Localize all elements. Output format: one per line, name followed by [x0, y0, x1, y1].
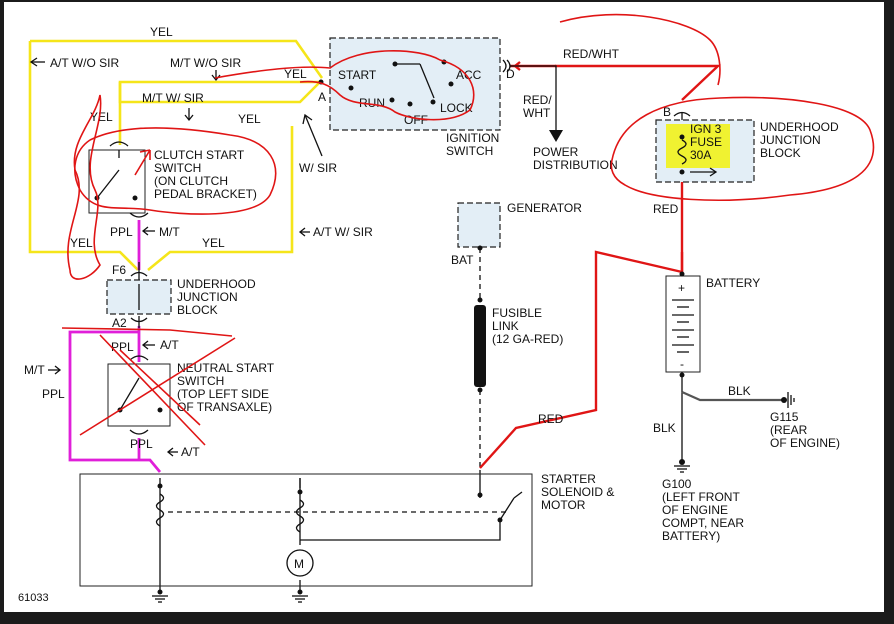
starter-motor — [286, 549, 314, 577]
black-wiring — [138, 112, 683, 592]
label-yel-mid: YEL — [238, 112, 261, 126]
ign-pos-run: RUN — [359, 96, 385, 110]
label-ppl-bottom: PPL — [130, 437, 153, 451]
label-ppl-clutch: PPL — [110, 225, 133, 239]
battery-plus: + — [678, 281, 685, 295]
fuse-highlight — [666, 124, 730, 168]
ign-terminal-d: D — [506, 67, 515, 81]
label-blk-g100: BLK — [653, 421, 676, 435]
label-red-fuse: RED — [653, 202, 679, 216]
label-mt-left: M/T — [24, 363, 45, 377]
ign-pos-start: START — [338, 68, 377, 82]
battery-minus: - — [680, 357, 684, 371]
label-at-wo-sir: A/T W/O SIR — [50, 56, 119, 70]
blk-wire-g115 — [681, 390, 784, 402]
fusible-link — [474, 297, 486, 393]
ground-symbols — [152, 392, 795, 603]
ujb-left-terminal-a2: A2 — [112, 316, 127, 330]
label-at-neutral: A/T — [160, 338, 179, 352]
label-at-bottom: A/T — [181, 445, 200, 459]
label-yel-ign: YEL — [284, 67, 307, 81]
motor-symbol: M — [294, 557, 304, 571]
label-mt-w-sir: M/T W/ SIR — [142, 91, 204, 105]
label-red-wht-stacked: RED/WHT — [523, 93, 552, 120]
label-at-w-sir: A/T W/ SIR — [313, 225, 373, 239]
figure-number: 61033 — [18, 592, 49, 604]
label-w-sir: W/ SIR — [299, 161, 337, 175]
underhood-junction-block-right — [655, 111, 755, 183]
label-ppl-left: PPL — [42, 387, 65, 401]
generator-label: GENERATOR — [507, 201, 582, 215]
power-distribution-arrow — [510, 65, 563, 142]
ujb-right-terminal-b: B — [663, 105, 671, 119]
label-mt-clutch: M/T — [159, 225, 180, 239]
yellow-wire-harness — [28, 39, 324, 272]
ujb-left-terminal-f6: F6 — [112, 263, 126, 277]
neutral-start-switch — [107, 355, 171, 435]
generator — [457, 202, 501, 251]
ign-pos-lock: LOCK — [440, 101, 473, 115]
label-yel-left: YEL — [70, 236, 93, 250]
label-ppl-neutral: PPL — [111, 340, 134, 354]
underhood-junction-block-left — [106, 271, 172, 323]
label-yel-clutch: YEL — [90, 110, 113, 124]
label-red-wht: RED/WHT — [563, 47, 620, 61]
ign-terminal-a: A — [318, 90, 326, 104]
label-blk-g115: BLK — [728, 384, 751, 398]
label-yel-right: YEL — [202, 236, 225, 250]
red-markup-annotations — [61, 13, 875, 446]
starter-solenoid-motor: M — [79, 473, 533, 595]
label-mt-wo-sir: M/T W/O SIR — [170, 56, 241, 70]
battery-label: BATTERY — [706, 276, 760, 290]
battery — [665, 271, 701, 378]
clutch-start-switch — [88, 141, 149, 218]
label-yel-top: YEL — [150, 25, 173, 39]
label-red-fusible: RED — [538, 412, 564, 426]
generator-terminal-bat: BAT — [451, 253, 474, 267]
